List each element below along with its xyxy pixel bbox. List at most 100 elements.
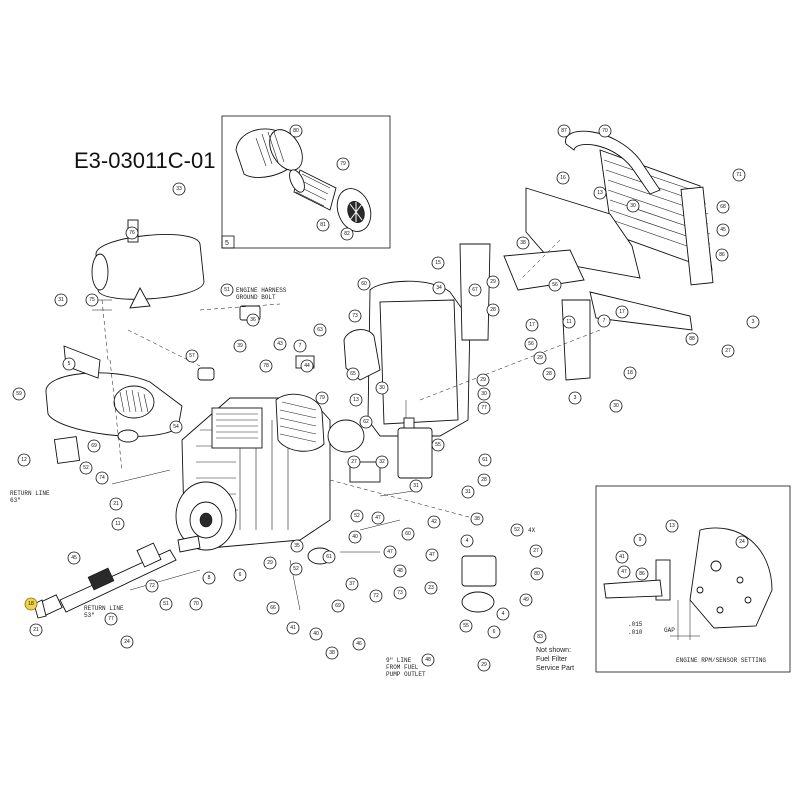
callout: 56 — [524, 337, 538, 351]
callout: 41 — [615, 550, 629, 564]
callout: 88 — [685, 332, 699, 346]
callout: 60 — [401, 527, 415, 541]
svg-text:28: 28 — [481, 477, 487, 483]
svg-text:77: 77 — [108, 616, 114, 622]
svg-text:41: 41 — [290, 625, 296, 631]
svg-text:Not shown:: Not shown: — [536, 647, 571, 654]
callout: 36 — [246, 313, 260, 327]
svg-text:27: 27 — [351, 459, 357, 465]
callout: 30 — [477, 387, 491, 401]
callout: 51 — [159, 597, 173, 611]
svg-text:52: 52 — [83, 465, 89, 471]
svg-text:4: 4 — [466, 538, 469, 544]
callout: 24 — [735, 535, 749, 549]
callout: 41 — [286, 621, 300, 635]
callout: 47 — [617, 565, 631, 579]
svg-text:16: 16 — [560, 175, 566, 181]
svg-text:28: 28 — [546, 371, 552, 377]
callout: 40 — [309, 627, 323, 641]
svg-text:17: 17 — [619, 309, 625, 315]
svg-text:6: 6 — [493, 629, 496, 635]
callout: 48 — [421, 653, 435, 667]
callout: 35 — [290, 539, 304, 553]
diagram-title: E3-03011C-01 — [74, 148, 215, 173]
callout: 29 — [486, 275, 500, 289]
callout: 46 — [352, 637, 366, 651]
svg-text:48: 48 — [397, 568, 403, 574]
callout: 4 — [460, 534, 474, 548]
svg-text:79: 79 — [319, 395, 325, 401]
svg-text:27: 27 — [725, 348, 731, 354]
svg-text:55: 55 — [463, 623, 469, 629]
svg-text:13: 13 — [597, 190, 603, 196]
callout: 52 — [510, 523, 524, 537]
callout: 52 — [79, 461, 93, 475]
callout: 55 — [459, 619, 473, 633]
svg-text:72: 72 — [373, 593, 379, 599]
callout: 60 — [357, 277, 371, 291]
coolant-tank — [397, 400, 433, 479]
callout: 13 — [665, 519, 679, 533]
svg-text:74: 74 — [99, 475, 105, 481]
svg-text:18: 18 — [627, 370, 633, 376]
callout: 49 — [519, 593, 533, 607]
svg-text:51: 51 — [163, 601, 169, 607]
callout: 38 — [325, 646, 339, 660]
svg-text:71: 71 — [736, 172, 742, 178]
callout: 69 — [87, 439, 101, 453]
callout: 47 — [383, 545, 397, 559]
svg-text:6: 6 — [239, 572, 242, 578]
inset-label: 5 — [225, 240, 229, 247]
callout: 31 — [54, 293, 68, 307]
callout: 82 — [340, 227, 354, 241]
svg-text:GROUND BOLT: GROUND BOLT — [236, 294, 276, 301]
svg-text:46: 46 — [356, 641, 362, 647]
not-shown-note: Not shown: Fuel Filter Service Part — [536, 647, 574, 672]
svg-text:55: 55 — [435, 442, 441, 448]
svg-text:73: 73 — [352, 313, 358, 319]
svg-text:63": 63" — [10, 497, 21, 504]
svg-text:40: 40 — [352, 534, 358, 540]
svg-text:52: 52 — [293, 566, 299, 572]
muffler — [91, 219, 205, 361]
callout: 18 — [623, 366, 637, 380]
return-line-63-note: RETURN LINE 63" — [10, 490, 50, 504]
callout: 28 — [542, 367, 556, 381]
callout: 17 — [615, 305, 629, 319]
callout: 3 — [746, 315, 760, 329]
callout: 75 — [85, 293, 99, 307]
callout: 73 — [393, 586, 407, 600]
callout: 17 — [525, 318, 539, 332]
svg-text:56: 56 — [528, 341, 534, 347]
svg-text:51: 51 — [224, 287, 230, 293]
callout: 62 — [359, 415, 373, 429]
callout: 66 — [266, 601, 280, 615]
qty-note: 4X — [528, 527, 536, 534]
callout: 42 — [427, 515, 441, 529]
svg-text:70: 70 — [193, 601, 199, 607]
svg-text:21: 21 — [113, 501, 119, 507]
callout: 87 — [557, 124, 571, 138]
svg-text:39: 39 — [237, 343, 243, 349]
callout: 16 — [556, 171, 570, 185]
svg-text:78: 78 — [263, 363, 269, 369]
callout: 29 — [476, 373, 490, 387]
callout: 52 — [350, 509, 364, 523]
callout: 55 — [431, 438, 445, 452]
callout: 40 — [348, 530, 362, 544]
callout: 18 — [24, 597, 38, 611]
svg-text:69: 69 — [335, 603, 341, 609]
svg-text:61: 61 — [482, 457, 488, 463]
svg-text:7: 7 — [299, 343, 302, 349]
callout: 29 — [477, 658, 491, 672]
svg-text:8: 8 — [208, 575, 211, 581]
svg-text:43: 43 — [277, 341, 283, 347]
callout: 44 — [300, 359, 314, 373]
svg-text:4: 4 — [502, 611, 505, 617]
svg-text:29: 29 — [481, 662, 487, 668]
svg-text:60: 60 — [405, 531, 411, 537]
svg-text:31: 31 — [413, 483, 419, 489]
callout: 47 — [371, 511, 385, 525]
svg-text:45: 45 — [71, 555, 77, 561]
